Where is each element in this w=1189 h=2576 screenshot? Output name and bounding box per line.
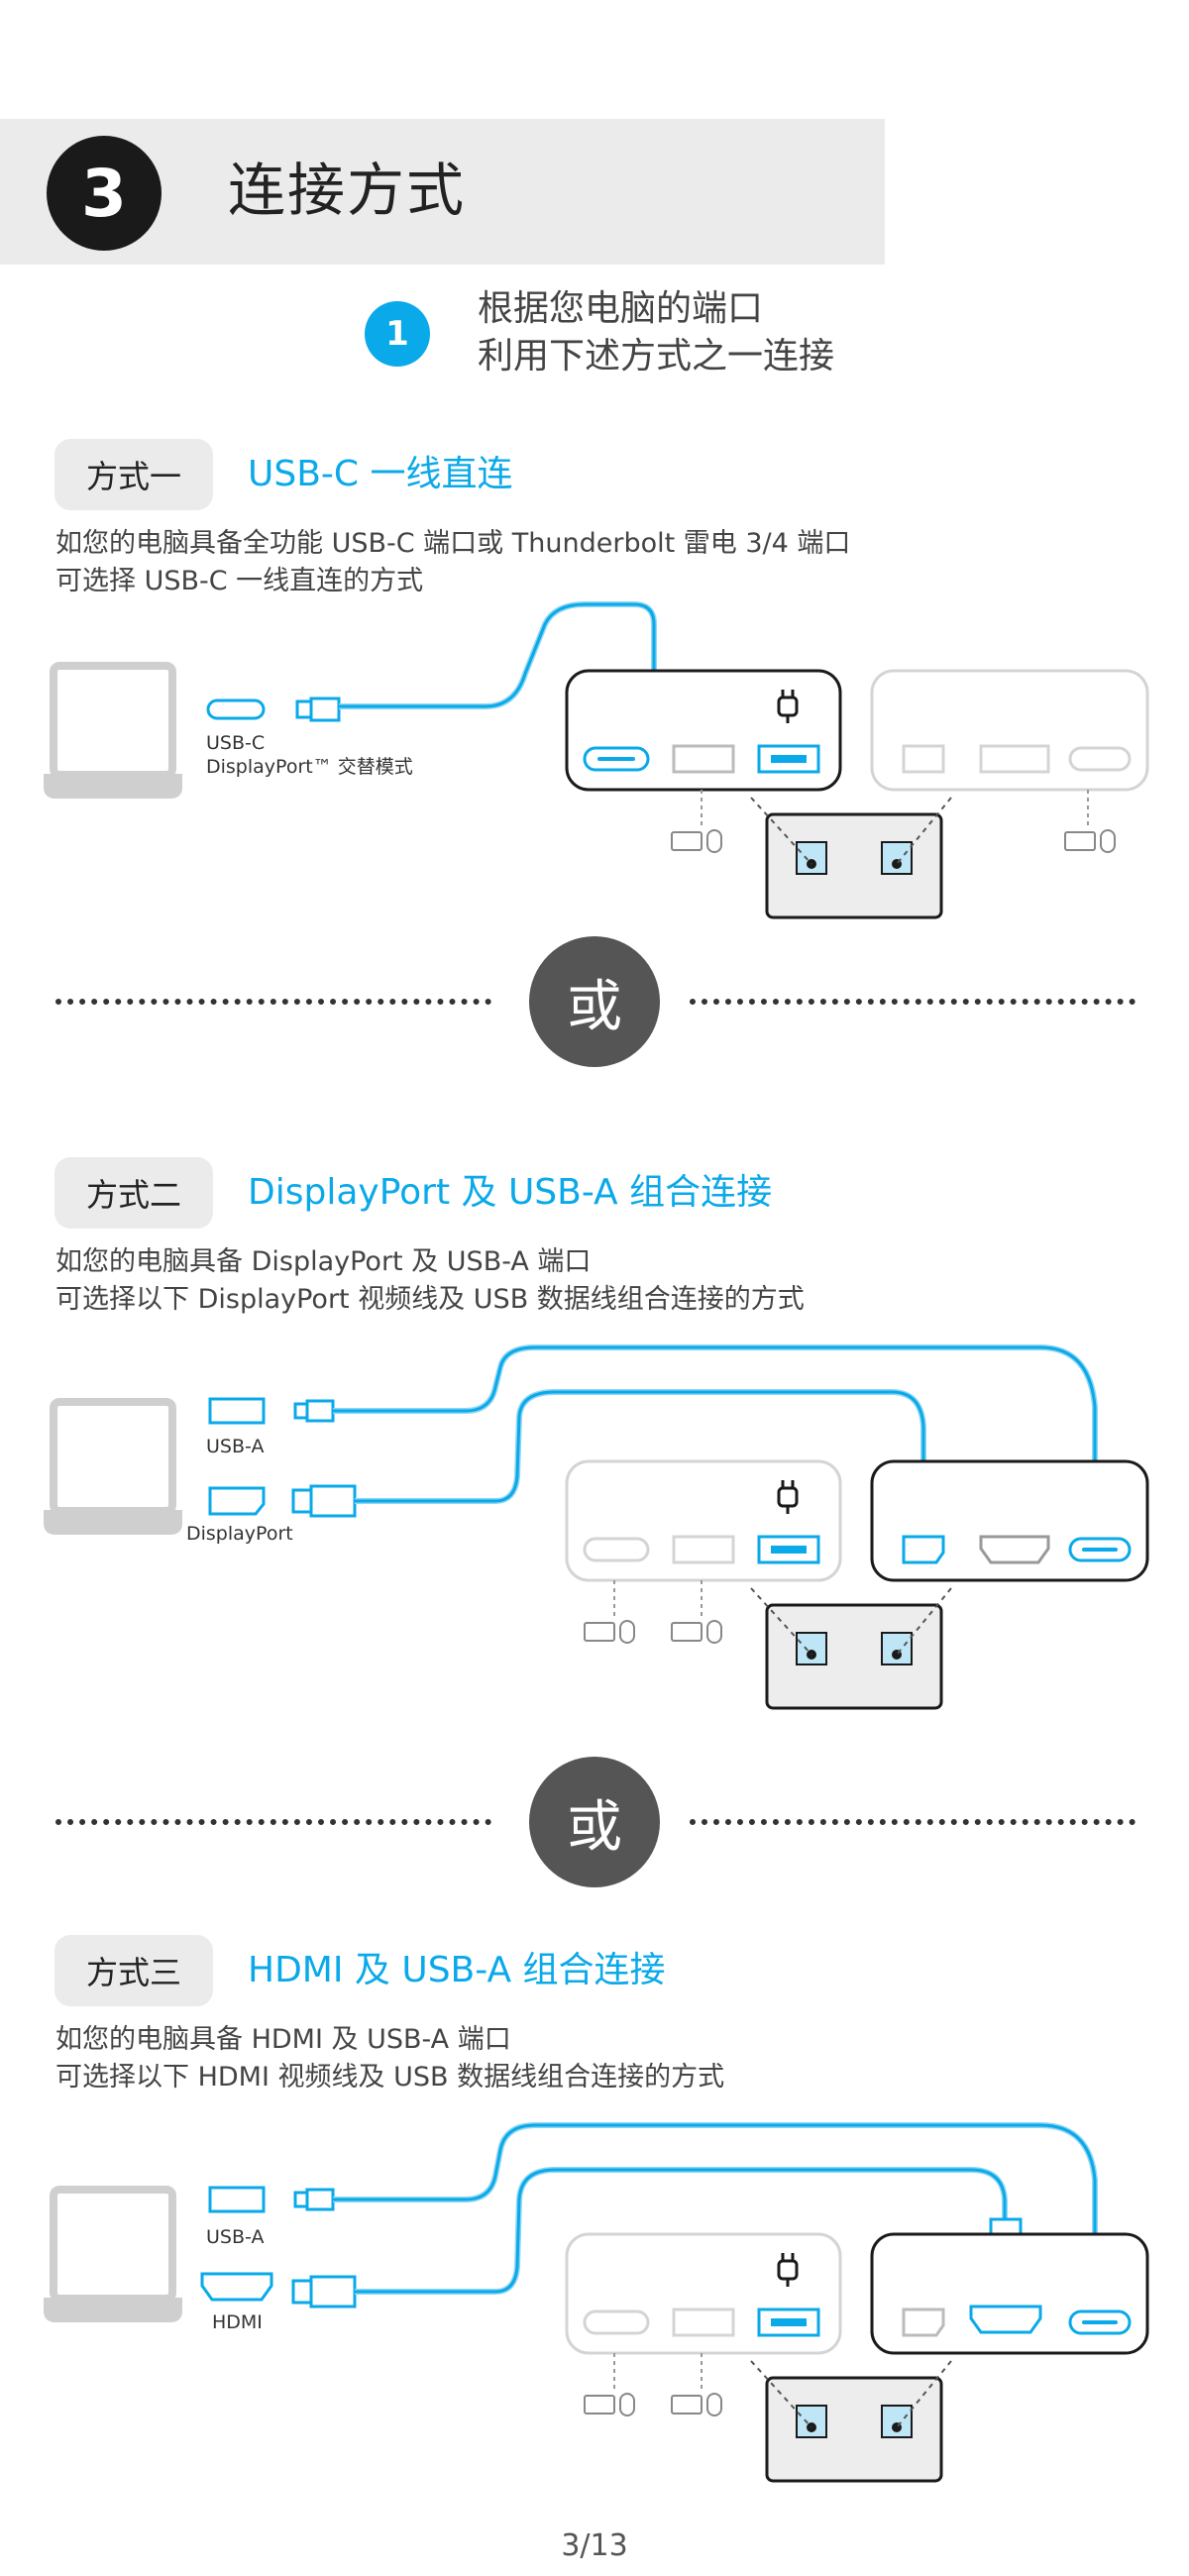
dock-back-panel [565,669,842,792]
usb-c-port-icon [1068,2309,1132,2335]
method-2-tag: 方式二 [54,1157,214,1229]
displayport-icon [208,1486,266,1516]
method-2-port-label-2: DisplayPort [186,1523,293,1545]
usb-a-port-icon [208,2186,266,2213]
displayport-icon [902,1535,945,1564]
method-1-title: USB-C 一线直连 [248,454,513,494]
dock-back-panel-inactive [565,1459,842,1582]
method-1-port-label-2: DisplayPort™ 交替模式 [206,756,413,778]
method-3-diagram [44,2122,1149,2483]
method-2-title: DisplayPort 及 USB-A 组合连接 [248,1172,773,1213]
method-2-port-label-1: USB-A [206,1436,265,1457]
dock-back-panel [870,1459,1149,1582]
section-number-badge: 3 [47,136,162,251]
method-3-tag: 方式三 [54,1935,214,2006]
laptop-icon [44,662,182,799]
dock-back-panel [870,2232,1149,2355]
keyboard-icon [671,831,1096,851]
dock-back-panel-inactive [565,2232,842,2355]
mouse-icon [706,829,1116,853]
step-instruction-line-2: 利用下述方式之一连接 [478,336,835,376]
power-plug-icon [777,690,799,723]
or-divider-right [690,999,1135,1005]
step-number-badge: 1 [365,301,430,367]
method-3-title: HDMI 及 USB-A 组合连接 [248,1950,666,1990]
method-3-port-label-2: HDMI [212,2311,263,2333]
usb-c-port-icon [1068,1537,1132,1562]
section-title: 连接方式 [228,157,467,224]
method-1-diagram [44,601,1149,919]
keyboard-icon [584,2395,703,2415]
dock-back-panel-inactive [870,669,1149,792]
mouse-icon [619,1620,722,1644]
dock-front-panel [750,2360,952,2483]
keyboard-icon [584,1622,703,1642]
hdmi-port-icon [200,2272,273,2302]
or-divider-left [55,1819,491,1825]
method-1-port-label-1: USB-C [206,732,266,754]
or-divider-left [55,999,491,1005]
laptop-icon [44,2186,182,2322]
dock-front-panel [750,1587,952,1710]
method-2-description-line-2: 可选择以下 DisplayPort 视频线及 USB 数据线组合连接的方式 [55,1284,805,1315]
method-1-tag: 方式一 [54,439,214,510]
usb-a-port-icon [208,1397,266,1425]
method-1-description-line-2: 可选择 USB-C 一线直连的方式 [55,566,424,596]
method-3-description-line-1: 如您的电脑具备 HDMI 及 USB-A 端口 [55,2024,511,2055]
or-badge: 或 [529,936,660,1067]
usb-c-port-icon [206,698,266,720]
usb-a-port-icon [672,744,735,774]
method-3-port-label-1: USB-A [206,2226,265,2248]
step-instruction-line-1: 根据您电脑的端口 [478,288,764,329]
usb-c-port-icon [583,746,650,772]
method-2-description-line-1: 如您的电脑具备 DisplayPort 及 USB-A 端口 [55,1246,592,1277]
or-divider-right [690,1819,1135,1825]
hdmi-port-icon [969,2305,1042,2334]
method-2-diagram [44,1344,1149,1710]
hdmi-port-icon [979,1535,1050,1564]
method-1-description-line-1: 如您的电脑具备全功能 USB-C 端口或 Thunderbolt 雷电 3/4 … [55,528,851,559]
or-badge: 或 [529,1757,660,1887]
method-3-description-line-2: 可选择以下 HDMI 视频线及 USB 数据线组合连接的方式 [55,2062,725,2093]
laptop-icon [44,1398,182,1535]
power-plug-icon [777,2253,799,2287]
page-number: 3/13 [561,2528,628,2563]
mouse-icon [619,2393,722,2416]
dock-front-panel [750,797,952,919]
power-plug-icon [777,1480,799,1514]
